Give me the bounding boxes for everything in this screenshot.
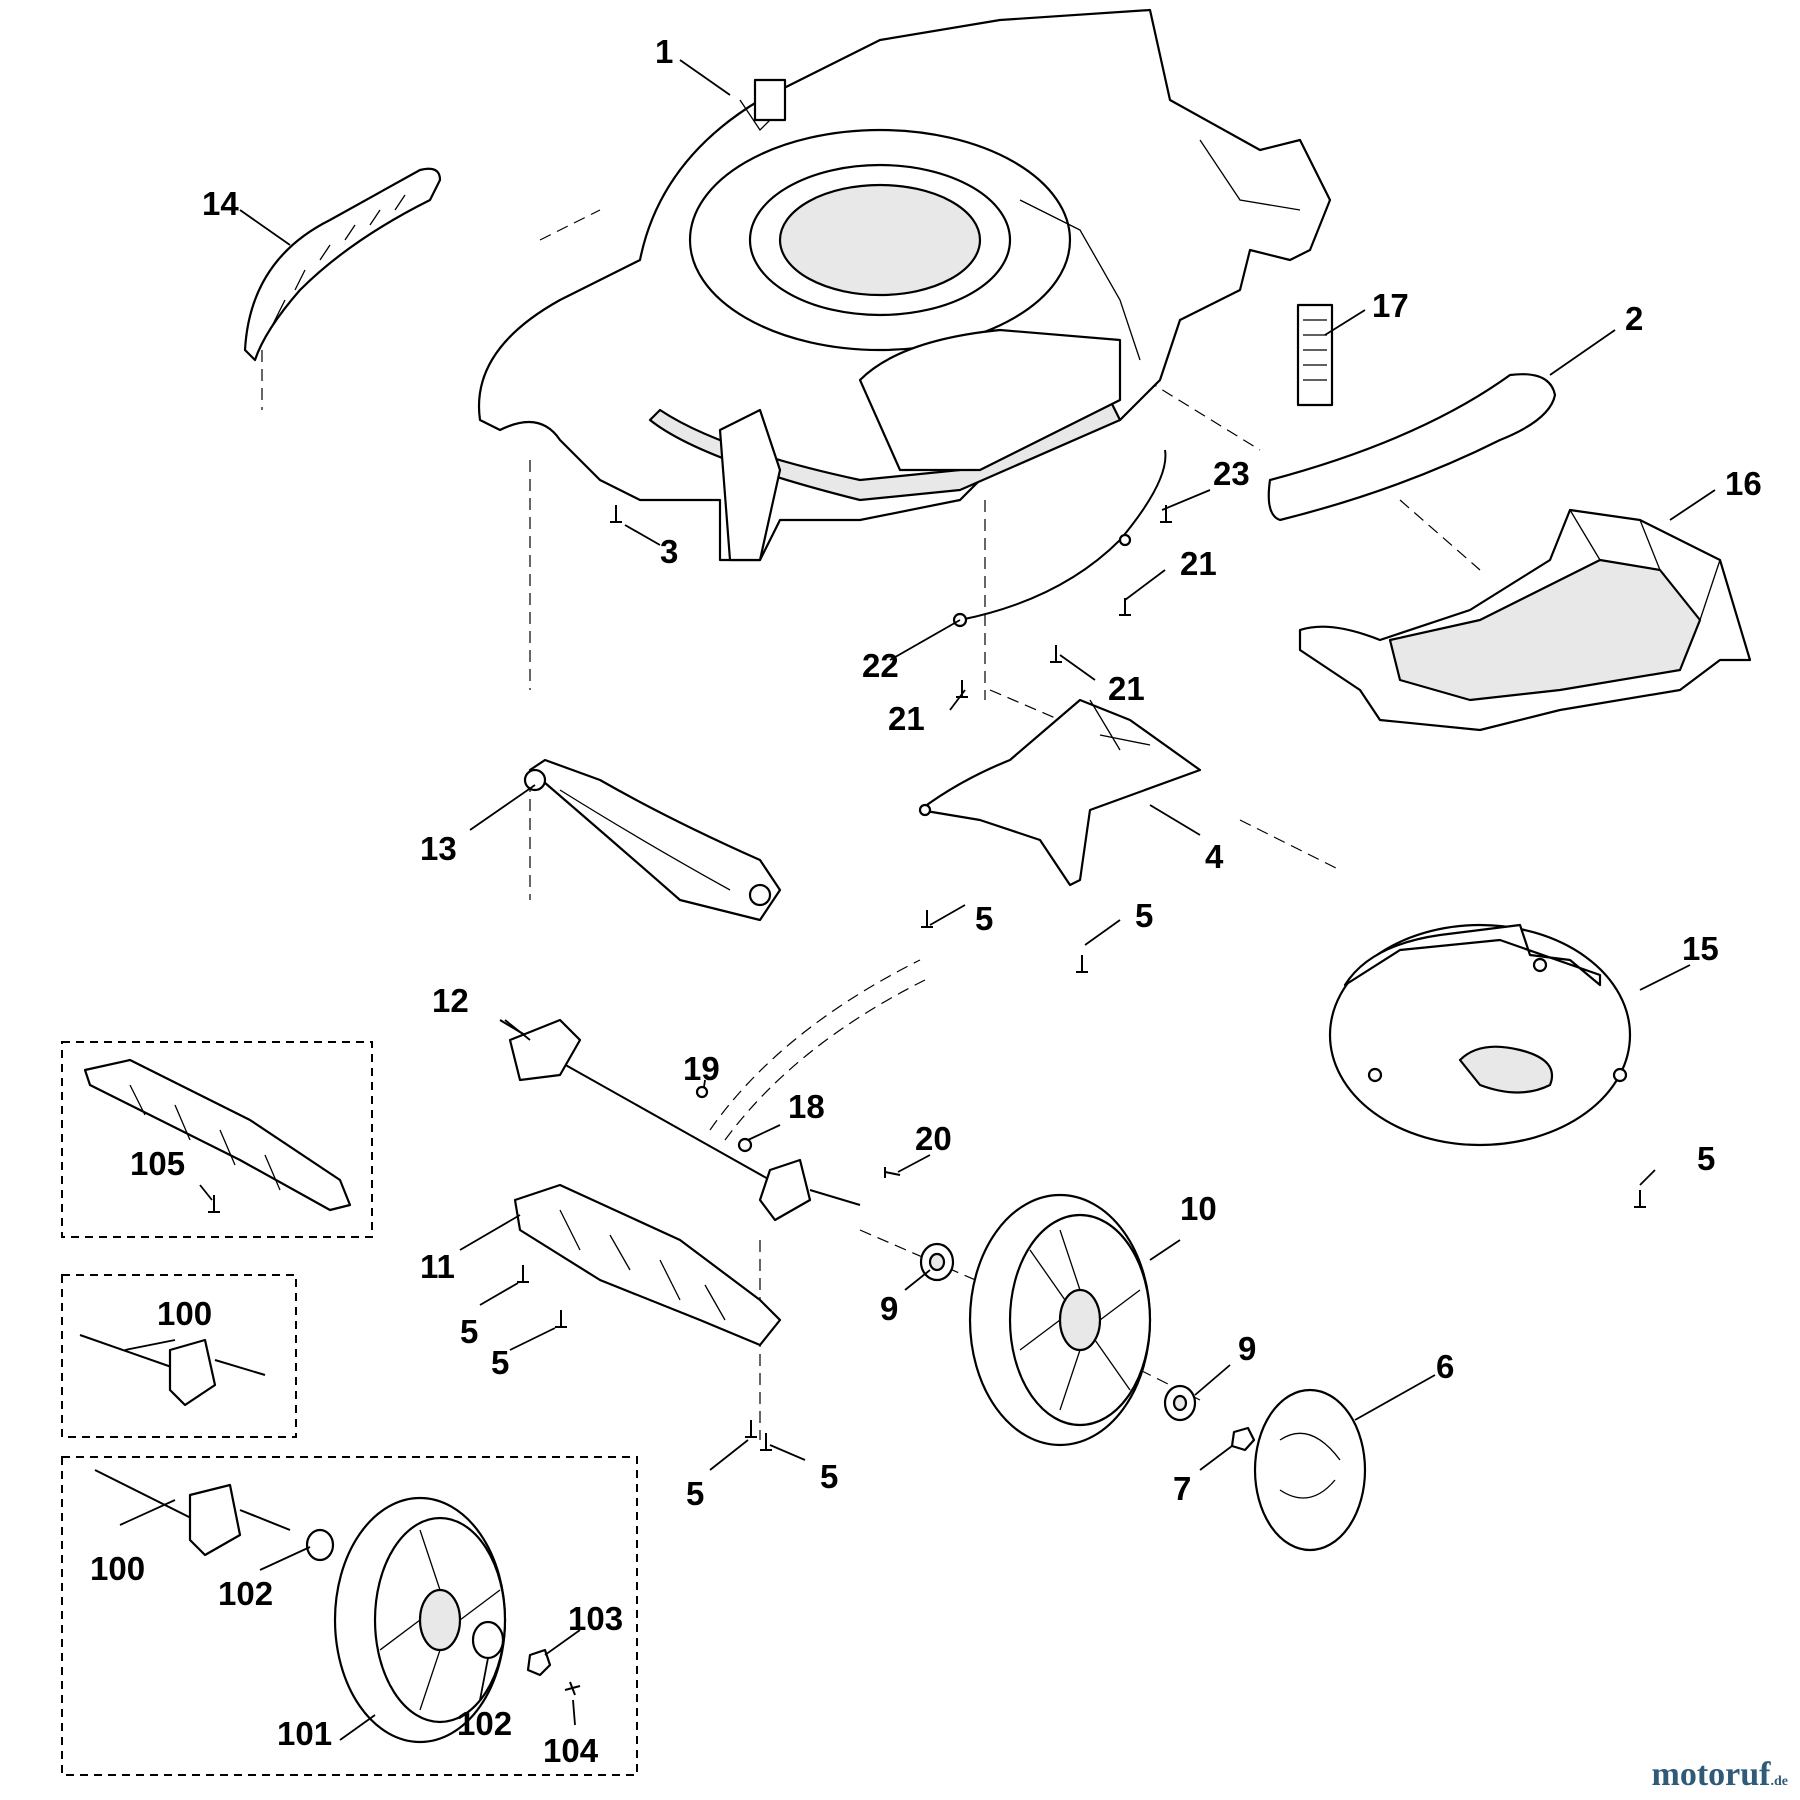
callout-12: 12 — [432, 982, 469, 1019]
inset-box-100 — [61, 1274, 297, 1438]
callout-6: 6 — [1436, 1348, 1454, 1385]
callout-101: 101 — [277, 1715, 332, 1752]
callout-16: 16 — [1725, 465, 1762, 502]
callout-100b: 100 — [90, 1550, 145, 1587]
callout-5c: 5 — [1697, 1140, 1715, 1177]
wheel-bracket-part-11 — [513, 1183, 782, 1347]
callout-14: 14 — [202, 185, 239, 222]
spring-bracket-part-22 — [952, 449, 1167, 628]
callout-9b: 9 — [1238, 1330, 1256, 1367]
inset-box-front-wheel — [61, 1456, 638, 1776]
grass-chute-part-16 — [1298, 508, 1752, 732]
callout-10: 10 — [1180, 1190, 1217, 1227]
callout-19: 19 — [683, 1050, 720, 1087]
grip-bar-part-2 — [1267, 373, 1557, 522]
callout-20: 20 — [915, 1120, 952, 1157]
curved-rod-part-18 — [709, 959, 926, 1153]
callout-1: 1 — [655, 33, 673, 70]
callout-102a: 102 — [218, 1575, 273, 1612]
callout-5e: 5 — [491, 1344, 509, 1381]
callout-103: 103 — [568, 1600, 623, 1637]
rear-flap-part-13 — [523, 758, 782, 922]
motoruf-watermark: motoruf.de — [1652, 1756, 1788, 1794]
callout-11: 11 — [420, 1248, 455, 1285]
callout-2: 2 — [1625, 300, 1643, 337]
hub-cap-part-6 — [1253, 1388, 1367, 1552]
callout-105: 105 — [130, 1145, 185, 1182]
callout-21b: 21 — [1108, 670, 1145, 707]
deflector-plate-part-4 — [918, 698, 1202, 887]
label-sticker-part-17 — [1296, 303, 1334, 407]
callout-102b: 102 — [457, 1705, 512, 1742]
callout-leaders — [119, 59, 1716, 1741]
callout-100a: 100 — [157, 1295, 212, 1332]
callout-7: 7 — [1173, 1470, 1191, 1507]
screws — [517, 505, 1646, 1451]
mower-deck-part-1 — [477, 8, 1332, 562]
callout-5a: 5 — [975, 900, 993, 937]
watermark-name: motoruf — [1651, 1756, 1771, 1793]
callout-104: 104 — [543, 1732, 599, 1769]
callout-9a: 9 — [880, 1290, 898, 1327]
callout-labels: 1 2 3 4 5 5 5 5 5 5 5 6 7 9 9 10 11 12 1… — [90, 33, 1762, 1769]
callout-15: 15 — [1682, 930, 1719, 967]
callout-21c: 21 — [888, 700, 925, 737]
callout-18: 18 — [788, 1088, 825, 1125]
callout-3: 3 — [660, 533, 678, 570]
callout-17: 17 — [1372, 287, 1409, 324]
rear-wheel-part-10 — [968, 1193, 1152, 1447]
callout-13: 13 — [420, 830, 457, 867]
callout-5f: 5 — [686, 1475, 704, 1512]
inset-box-105 — [61, 1041, 373, 1238]
callout-21a: 21 — [1180, 545, 1217, 582]
side-rail-part-14 — [243, 167, 442, 362]
callout-5g: 5 — [820, 1458, 838, 1495]
callout-22: 22 — [862, 647, 899, 684]
callout-4: 4 — [1205, 838, 1224, 875]
callout-23: 23 — [1213, 455, 1250, 492]
watermark-tld: .de — [1770, 1774, 1789, 1789]
callout-5d: 5 — [460, 1313, 478, 1350]
blade-disc-part-15 — [1328, 923, 1632, 1147]
callout-5b: 5 — [1135, 897, 1153, 934]
